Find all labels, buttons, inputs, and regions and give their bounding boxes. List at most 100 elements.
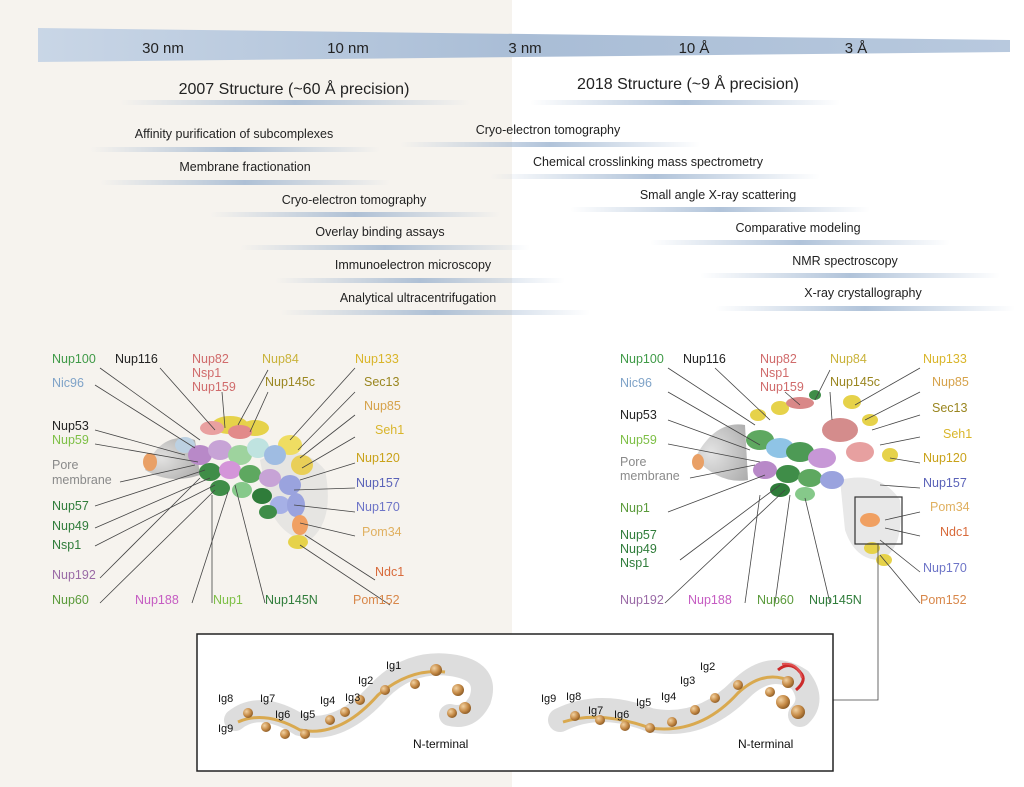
label-seh1-2018: Seh1 xyxy=(943,427,973,441)
inset-left-molecule xyxy=(224,653,493,739)
structure-2007 xyxy=(143,416,328,549)
scale-label-3a: 3 Å xyxy=(844,40,868,57)
label-nsp1-top-2007: Nsp1 xyxy=(192,366,222,380)
method-bar xyxy=(90,147,380,152)
label-nic96-2018: Nic96 xyxy=(620,376,652,390)
title-left-underline xyxy=(120,100,470,105)
method-overlay-binding: Overlay binding assays xyxy=(315,225,445,239)
inset-right-n-terminal: N-terminal xyxy=(738,737,794,751)
inset-right-molecule xyxy=(548,660,820,734)
label-nup145c-2007: Nup145c xyxy=(265,375,316,389)
structure-2018 xyxy=(692,390,903,566)
leader-lines-left xyxy=(94,367,391,606)
label-ndc1-2007: Ndc1 xyxy=(375,565,405,579)
inset-left-ig5: Ig5 xyxy=(300,709,316,721)
inset-left-ig9: Ig9 xyxy=(218,723,234,735)
label-nup82-2018: Nup82 xyxy=(760,352,797,366)
inset-right-ig9: Ig9 xyxy=(541,693,557,705)
title-2007-structure: 2007 Structure (~60 Å precision) xyxy=(178,81,410,98)
label-nup60-2007: Nup60 xyxy=(52,593,89,607)
method-bar xyxy=(100,180,390,185)
method-xray-crystallography: X-ray crystallography xyxy=(804,286,922,300)
label-nup116-2018: Nup116 xyxy=(683,352,726,366)
label-pom34-2018: Pom34 xyxy=(930,500,970,514)
method-cryo-et-right: Cryo-electron tomography xyxy=(475,123,621,137)
label-nup49-2007: Nup49 xyxy=(52,519,89,533)
label-nup192-2007: Nup192 xyxy=(52,568,96,582)
label-nup100-2007: Nup100 xyxy=(52,352,96,366)
label-nup53-2007: Nup53 xyxy=(52,419,89,433)
inset-right-ig8: Ig8 xyxy=(566,691,582,703)
label-sec13-2007: Sec13 xyxy=(364,375,400,389)
method-nmr: NMR spectroscopy xyxy=(792,254,898,268)
label-nup116-2007: Nup116 xyxy=(115,352,158,366)
label-nup170-2007: Nup170 xyxy=(356,500,400,514)
method-bar xyxy=(240,245,530,250)
label-nup84-2007: Nup84 xyxy=(262,352,299,366)
method-bar xyxy=(210,212,500,217)
scale-label-30nm: 30 nm xyxy=(142,40,184,57)
label-nup1-2018: Nup1 xyxy=(620,501,650,515)
inset-left-ig4: Ig4 xyxy=(320,695,336,707)
label-nup120-2018: Nup120 xyxy=(923,451,967,465)
label-nup60-2018: Nup60 xyxy=(757,593,794,607)
inset-left-ig2: Ig2 xyxy=(358,675,374,687)
label-nsp1-top-2018: Nsp1 xyxy=(760,366,790,380)
scale-label-10nm: 10 nm xyxy=(327,40,369,57)
label-nup192-2018: Nup192 xyxy=(620,593,664,607)
label-nup85-2018: Nup85 xyxy=(932,375,969,389)
inset-right-ig5: Ig5 xyxy=(636,697,652,709)
label-nup157-2007: Nup157 xyxy=(356,476,400,490)
method-bar xyxy=(490,174,820,179)
scale-label-3nm: 3 nm xyxy=(508,40,542,57)
method-bar xyxy=(715,306,1015,311)
inset-left-ig1: Ig1 xyxy=(386,660,402,672)
label-nup188-2018: Nup188 xyxy=(688,593,732,607)
label-membrane-2007: membrane xyxy=(52,473,112,487)
label-nup53-2018: Nup53 xyxy=(620,408,657,422)
method-ultracentrifugation: Analytical ultracentrifugation xyxy=(339,291,497,305)
inset-right-ig3: Ig3 xyxy=(680,675,696,687)
label-nup145c-2018: Nup145c xyxy=(830,375,881,389)
label-ndc1-2018: Ndc1 xyxy=(940,525,970,539)
method-cryo-et-left: Cryo-electron tomography xyxy=(281,193,427,207)
inset-right-ig7: Ig7 xyxy=(588,705,604,717)
label-pore-2007: Pore xyxy=(52,458,79,472)
label-nup188-2007: Nup188 xyxy=(135,593,179,607)
label-nup170-2018: Nup170 xyxy=(923,561,967,575)
label-membrane-2018: membrane xyxy=(620,469,680,483)
method-bar xyxy=(400,142,700,147)
label-nsp1-2007: Nsp1 xyxy=(52,538,82,552)
resolution-scale-band xyxy=(38,28,1010,62)
leader-lines-right xyxy=(664,367,921,701)
label-nup100-2018: Nup100 xyxy=(620,352,664,366)
label-nic96-2007: Nic96 xyxy=(52,376,84,390)
label-nup159-2018: Nup159 xyxy=(760,380,804,394)
scale-label-10a: 10 Å xyxy=(678,40,710,57)
label-nsp1-2018: Nsp1 xyxy=(620,556,650,570)
label-nup84-2018: Nup84 xyxy=(830,352,867,366)
method-bar xyxy=(700,273,1000,278)
label-nup159-2007: Nup159 xyxy=(192,380,236,394)
method-bar xyxy=(275,278,565,283)
inset-left-ig6: Ig6 xyxy=(275,709,291,721)
inset-right-ig2: Ig2 xyxy=(700,661,716,673)
label-nup57-2018: Nup57 xyxy=(620,528,657,542)
label-nup1-2007: Nup1 xyxy=(213,593,243,607)
label-nup133-2018: Nup133 xyxy=(923,352,967,366)
method-bar xyxy=(650,240,950,245)
label-sec13-2018: Sec13 xyxy=(932,401,968,415)
method-comparative-modeling: Comparative modeling xyxy=(735,221,861,235)
label-pom152-2007: Pom152 xyxy=(353,593,400,607)
method-affinity-purification: Affinity purification of subcomplexes xyxy=(134,127,334,141)
inset-left-ig7: Ig7 xyxy=(260,693,276,705)
inset-right-ig4: Ig4 xyxy=(661,691,677,703)
label-pore-2018: Pore xyxy=(620,455,647,469)
label-nup120-2007: Nup120 xyxy=(356,451,400,465)
label-nup145n-2007: Nup145N xyxy=(265,593,318,607)
label-nup59-2018: Nup59 xyxy=(620,433,657,447)
label-nup85-2007: Nup85 xyxy=(364,399,401,413)
method-crosslinking-ms: Chemical crosslinking mass spectrometry xyxy=(533,155,763,169)
inset-left-ig8: Ig8 xyxy=(218,693,234,705)
